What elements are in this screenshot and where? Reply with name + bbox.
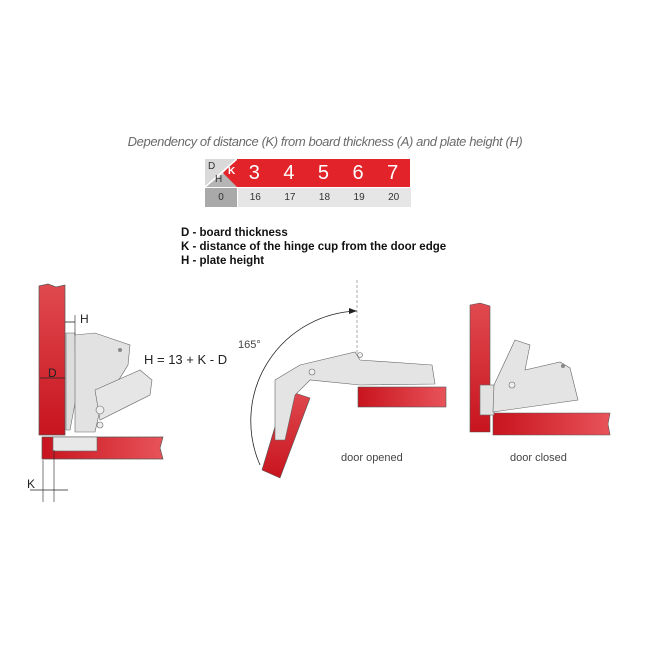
h-value: 20 bbox=[388, 192, 400, 203]
k-value: 7 bbox=[387, 162, 399, 184]
caption-door-closed: door closed bbox=[510, 452, 567, 464]
chart-title: Dependency of distance (K) from board th… bbox=[127, 134, 523, 149]
h-value: 19 bbox=[353, 192, 365, 203]
figure-hinge-dimensions bbox=[30, 283, 164, 502]
figure-door-closed bbox=[469, 302, 611, 436]
figure-door-opened bbox=[250, 280, 447, 479]
legend-h: H - plate height bbox=[181, 255, 265, 267]
k-value: 4 bbox=[283, 162, 295, 184]
h-row: 0 16 17 18 19 20 bbox=[205, 188, 411, 207]
k-value: 6 bbox=[352, 162, 364, 184]
k-value: 5 bbox=[317, 162, 330, 184]
k-value: 3 bbox=[248, 162, 260, 184]
label-k: K bbox=[27, 477, 36, 491]
corner-d: D bbox=[208, 161, 216, 172]
table-corner-cell bbox=[205, 159, 237, 187]
label-d: D bbox=[48, 366, 57, 380]
corner-k: K bbox=[228, 166, 236, 177]
h-value: 18 bbox=[318, 192, 331, 203]
label-h: H bbox=[80, 312, 89, 326]
h-value: 16 bbox=[249, 192, 261, 203]
legend-k: K - distance of the hinge cup from the d… bbox=[181, 241, 447, 253]
corner-h: H bbox=[215, 174, 223, 185]
caption-door-opened: door opened bbox=[341, 452, 403, 464]
k-row: 3 4 5 6 7 bbox=[237, 159, 410, 187]
formula: H = 13 + K - D bbox=[144, 352, 228, 367]
legend: D - board thickness K - distance of the … bbox=[181, 226, 446, 268]
h-value: 17 bbox=[284, 192, 296, 203]
h-first: 0 bbox=[205, 188, 237, 207]
legend-d: D - board thickness bbox=[181, 227, 288, 239]
angle-label: 165° bbox=[238, 339, 261, 351]
